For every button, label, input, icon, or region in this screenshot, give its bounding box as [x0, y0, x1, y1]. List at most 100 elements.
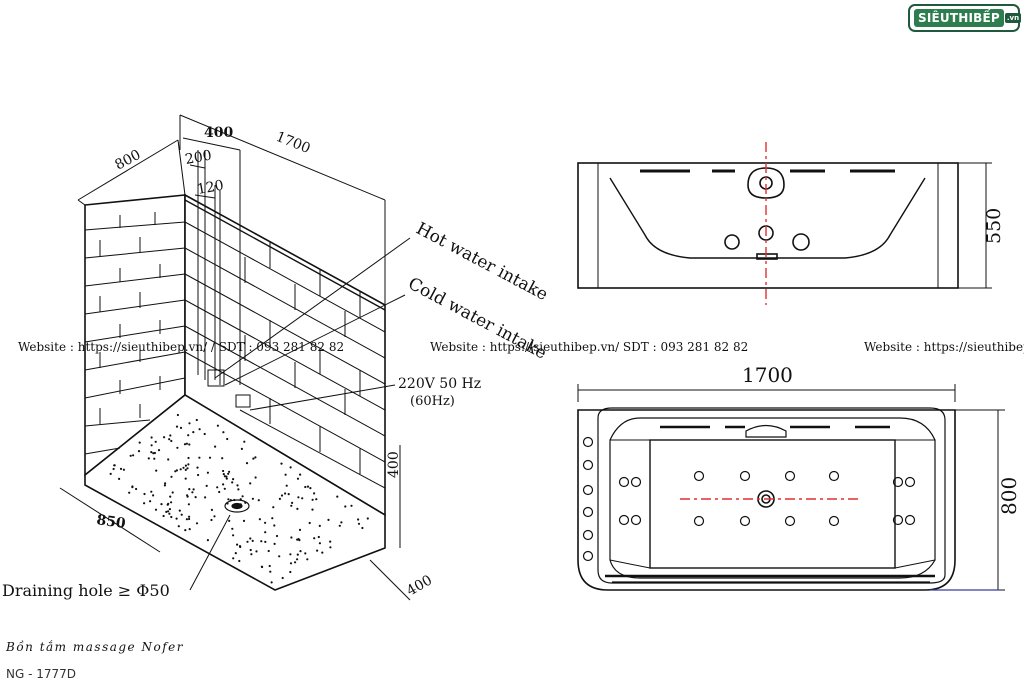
dim-iso-120: 120 [196, 178, 225, 198]
floor-speckle [249, 482, 252, 485]
floor-speckle [184, 477, 187, 480]
floor-speckle [271, 517, 274, 520]
floor-speckle [327, 518, 330, 522]
floor-speckle [236, 484, 239, 487]
floor-speckle [218, 490, 221, 494]
floor-speckle [315, 498, 318, 501]
floor-speckle [113, 464, 116, 467]
dim-iso-200: 200 [184, 148, 213, 168]
floor-speckle [150, 451, 153, 454]
floor-speckle [243, 440, 246, 443]
floor-speckle [204, 496, 207, 499]
floor-speckle [168, 508, 171, 511]
floor-speckle [306, 558, 309, 561]
floor-speckle [186, 494, 189, 497]
floor-speckle [234, 552, 237, 555]
floor-speckle [239, 498, 242, 501]
floor-speckle [297, 496, 300, 499]
floor-speckle [175, 469, 178, 472]
floor-speckle [128, 491, 131, 494]
floor-speckle [147, 457, 150, 460]
floor-speckle [231, 527, 234, 530]
floor-speckle [160, 503, 163, 506]
floor-speckle [175, 425, 179, 428]
floor-speckles [109, 413, 369, 584]
floor-speckle [316, 549, 319, 552]
floor-speckle [231, 481, 234, 484]
floor-speckle [329, 540, 332, 543]
dim-iso-400: 400 [204, 125, 233, 141]
floor-speckle [294, 561, 297, 564]
floor-speckle [167, 510, 170, 513]
floor-speckle [223, 487, 226, 490]
floor-speckle [179, 426, 183, 429]
floor-speckle [275, 534, 279, 538]
floor-speckle [233, 498, 236, 502]
floor-speckle [273, 524, 276, 527]
floor-speckle [260, 540, 263, 543]
floor-speckle [227, 472, 230, 475]
floor-speckle [205, 484, 208, 487]
floor-speckle [153, 451, 156, 455]
floor-speckle [168, 512, 171, 515]
floor-speckle [245, 462, 249, 465]
floor-speckle [240, 447, 243, 450]
floor-speckle [169, 434, 172, 437]
floor-speckle [313, 492, 316, 495]
floor-speckle [242, 519, 246, 523]
jet-nozzle [582, 484, 594, 496]
floor-speckle [168, 438, 171, 441]
jet-nozzle [618, 514, 630, 526]
floor-speckle [321, 551, 324, 554]
floor-speckle [338, 524, 341, 527]
floor-speckle [166, 503, 169, 506]
floor-speckle [192, 488, 195, 491]
floor-speckle [270, 581, 273, 584]
jet-nozzle [582, 506, 594, 518]
floor-speckle [250, 553, 253, 556]
floor-speckle [280, 494, 284, 497]
jet-nozzle [630, 514, 642, 526]
floor-speckle [226, 502, 229, 505]
floor-speckle [232, 478, 235, 481]
floor-speckle [179, 468, 182, 471]
floor-speckle [281, 576, 284, 580]
jet-nozzle [828, 515, 840, 527]
floor-speckle [129, 454, 132, 457]
floor-speckle [336, 495, 339, 498]
floor-speckle [177, 525, 180, 528]
floor-speckle [188, 515, 191, 518]
floor-speckle [237, 503, 240, 506]
floor-speckle [236, 543, 239, 546]
floor-speckle [267, 549, 270, 553]
floor-speckle [198, 428, 201, 431]
floor-speckle [137, 450, 141, 453]
floor-speckle [138, 441, 141, 444]
floor-speckle [340, 521, 343, 524]
floor-speckle [187, 463, 190, 466]
floor-speckle [216, 424, 219, 427]
floor-speckle [232, 557, 235, 560]
floor-speckle [188, 422, 191, 425]
floor-speckle [249, 548, 252, 552]
floor-speckle [269, 570, 272, 573]
jet-nozzle [582, 529, 594, 541]
floor-speckle [221, 457, 224, 460]
floor-speckle [178, 509, 181, 512]
floor-speckle [206, 539, 209, 542]
iso-dimensions [59, 114, 411, 601]
floor-speckle [350, 504, 353, 507]
floor-speckle [175, 517, 178, 520]
floor-speckle [208, 456, 212, 459]
floor-speckle [252, 457, 255, 460]
floor-speckle [244, 501, 247, 504]
floor-speckle [296, 507, 299, 510]
floor-speckle [206, 471, 209, 474]
floor-speckle [109, 472, 112, 475]
floor-speckle [357, 522, 361, 525]
floor-speckle [261, 565, 264, 569]
floor-speckle [238, 545, 242, 548]
floor-speckle [241, 495, 244, 498]
product-model: NG - 1777D [6, 667, 77, 681]
